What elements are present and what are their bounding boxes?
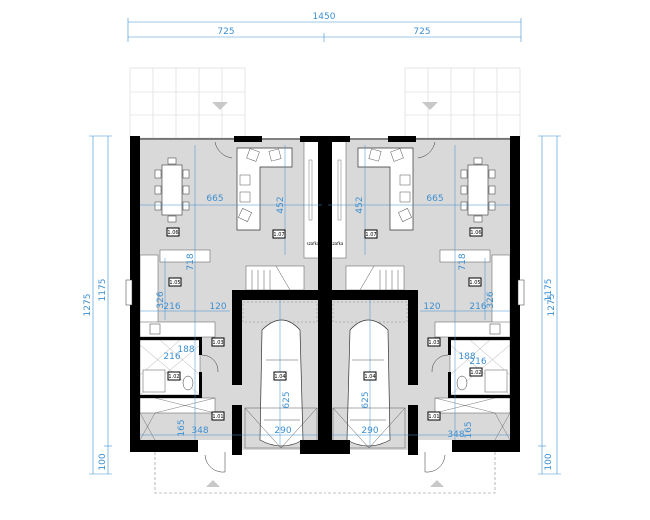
dim-garage-width: 290 bbox=[361, 426, 378, 436]
left-unit bbox=[125, 67, 326, 494]
dim-dining-depth: 718 bbox=[186, 253, 196, 270]
dim-bath-small: 188 bbox=[177, 345, 194, 355]
dim-entry-width: 348 bbox=[191, 426, 208, 436]
dim-dining-depth: 718 bbox=[458, 253, 468, 270]
dim-living-width: 665 bbox=[206, 194, 223, 204]
dim-garage-length: 625 bbox=[282, 391, 292, 408]
dim-garage-length: 625 bbox=[361, 391, 371, 408]
dim-body-left: 1175 bbox=[98, 279, 108, 302]
dim-half-right: 725 bbox=[413, 27, 430, 37]
dim-hall-width: 120 bbox=[423, 302, 440, 312]
room-tag-bathroom: 1.02 bbox=[470, 370, 481, 376]
room-tag-garage: 1.04 bbox=[274, 374, 285, 380]
dim-porch-right: 100 bbox=[544, 453, 554, 470]
room-tag-vestibule: 1.01 bbox=[212, 414, 223, 420]
room-tag-living: 1.07 bbox=[273, 232, 284, 238]
dim-kitchen-depth: 326 bbox=[486, 291, 496, 308]
dim-hall-width: 120 bbox=[209, 302, 226, 312]
storage-label-right: szafka bbox=[331, 241, 344, 246]
dim-bath-width: 216 bbox=[469, 357, 486, 367]
room-tag-living: 1.07 bbox=[365, 232, 376, 238]
room-tags: 1.06 1.07 1.05 1.03 1.04 1.02 1.01 1.06 … bbox=[167, 230, 481, 420]
dim-entry-width: 348 bbox=[447, 430, 464, 440]
left-interior-dimensions: 665 452 718 326 216 120 216 188 348 165 … bbox=[156, 194, 292, 437]
dim-kitchen-width: 216 bbox=[469, 302, 486, 312]
room-tag-dining: 1.06 bbox=[167, 230, 178, 236]
dim-garage-width: 290 bbox=[274, 426, 291, 436]
storage-label-left: szafka bbox=[307, 241, 320, 246]
room-tag-boxes bbox=[166, 227, 483, 421]
right-unit bbox=[324, 67, 525, 494]
right-interior-dimensions: 665 452 718 326 216 120 216 188 348 165 … bbox=[355, 194, 496, 440]
dim-bath-width: 216 bbox=[163, 352, 180, 362]
dim-kitchen-depth: 326 bbox=[156, 291, 166, 308]
room-tag-dining: 1.06 bbox=[470, 230, 481, 236]
room-tag-hall: 1.03 bbox=[428, 340, 439, 346]
dim-body-right: 1175 bbox=[544, 279, 554, 302]
room-tag-garage: 1.04 bbox=[364, 374, 375, 380]
dim-half-left: 725 bbox=[217, 27, 234, 37]
dim-living-width: 665 bbox=[426, 194, 443, 204]
dim-overall-width: 1450 bbox=[313, 12, 336, 22]
room-tag-kitchen: 1.05 bbox=[469, 280, 480, 286]
dim-depth-right: 1275 bbox=[547, 294, 557, 317]
room-tag-hall: 1.03 bbox=[212, 340, 223, 346]
dim-living-depth: 452 bbox=[355, 196, 365, 213]
dim-entry-depth: 165 bbox=[464, 421, 474, 438]
dim-living-depth: 452 bbox=[276, 196, 286, 213]
dim-bath-small: 188 bbox=[458, 352, 475, 362]
outer-dimension-lines bbox=[89, 18, 561, 475]
room-tag-vestibule: 1.01 bbox=[428, 414, 439, 420]
dim-entry-depth: 165 bbox=[177, 419, 187, 436]
dim-kitchen-width: 216 bbox=[163, 302, 180, 312]
room-tag-kitchen: 1.05 bbox=[169, 280, 180, 286]
dim-porch-left: 100 bbox=[98, 453, 108, 470]
room-tag-bathroom: 1.02 bbox=[168, 374, 179, 380]
dim-depth-left: 1275 bbox=[83, 294, 93, 317]
